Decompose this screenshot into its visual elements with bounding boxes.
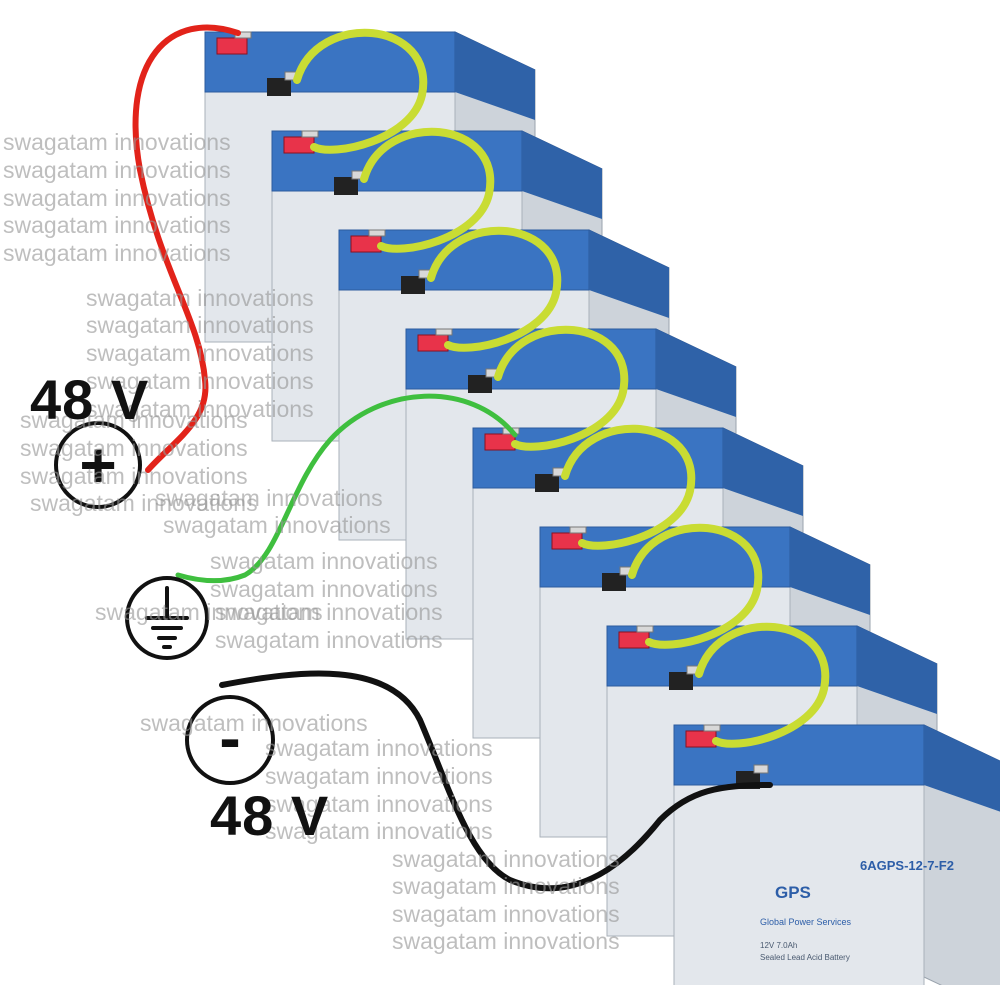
ground-icon [145, 586, 189, 649]
series-link-wire-5 [561, 424, 696, 550]
series-link-wire-1 [293, 28, 428, 154]
series-link-wire-7 [695, 622, 830, 748]
series-link-wire-2 [360, 127, 495, 253]
battery-stack [204, 31, 1000, 990]
ground-symbol [125, 576, 209, 660]
front-battery-label: 6AGPS-12-7-F2 GPS Global Power Services … [760, 858, 954, 962]
battery-brand-sub: Global Power Services [760, 917, 852, 927]
battery-model-label: 6AGPS-12-7-F2 [860, 858, 954, 873]
series-link-wire-6 [628, 523, 763, 649]
plus-icon: + [79, 429, 116, 501]
positive-terminal-symbol: + [54, 421, 142, 509]
battery-brand-label: GPS [775, 883, 811, 902]
series-link-wire-4 [494, 325, 629, 451]
battery-spec-line1: 12V 7.0Ah [760, 941, 797, 950]
series-links [293, 28, 830, 748]
positive-wire [132, 24, 241, 473]
ground-wire [175, 393, 518, 584]
negative-terminal-symbol: - [185, 695, 275, 785]
negative-voltage-label: 48 V [210, 784, 330, 847]
series-link-wire-3 [427, 226, 562, 352]
battery-spec-line2: Sealed Lead Acid Battery [760, 953, 850, 962]
negative-wire [219, 670, 773, 892]
minus-icon: - [219, 702, 240, 774]
battery-8 [673, 724, 1000, 990]
positive-voltage-label: 48 V [30, 368, 150, 431]
